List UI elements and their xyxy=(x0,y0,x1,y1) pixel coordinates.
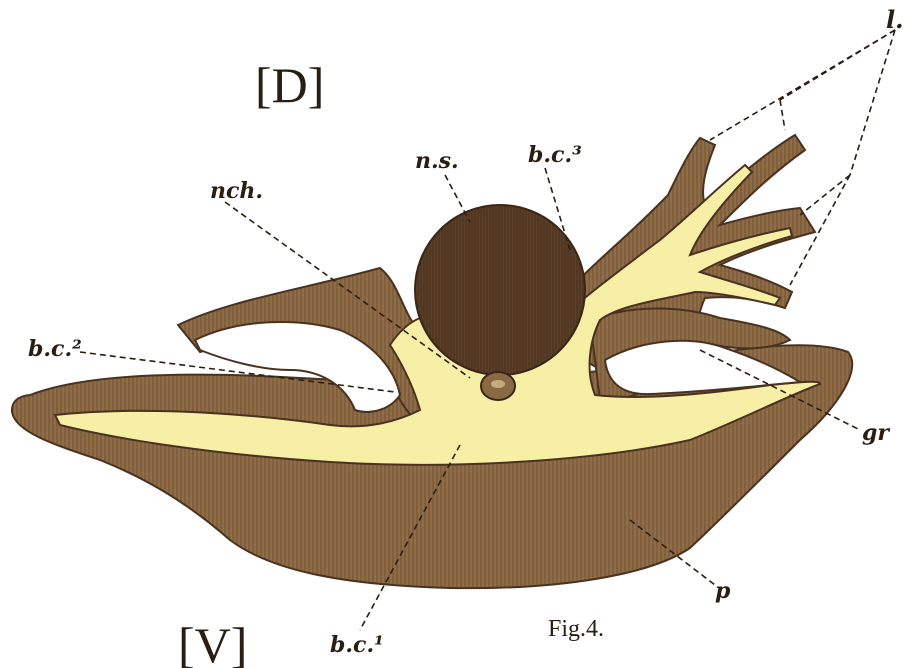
figure-caption: Fig.4. xyxy=(548,616,604,642)
label-nch: nch. xyxy=(210,178,263,204)
ventral-marker: [V] xyxy=(178,617,247,668)
label-bc1: b.c.¹ xyxy=(330,632,384,658)
notochord-core xyxy=(491,380,505,388)
label-gr: gr xyxy=(862,420,890,446)
label-ns: n.s. xyxy=(415,148,459,174)
dorsal-marker: [D] xyxy=(255,57,324,113)
neural-structure-ns xyxy=(415,205,585,375)
label-bc3: b.c.³ xyxy=(528,142,582,168)
label-l: l. xyxy=(886,5,903,34)
label-p: p xyxy=(715,578,731,604)
label-bc2: b.c.² xyxy=(28,336,82,362)
